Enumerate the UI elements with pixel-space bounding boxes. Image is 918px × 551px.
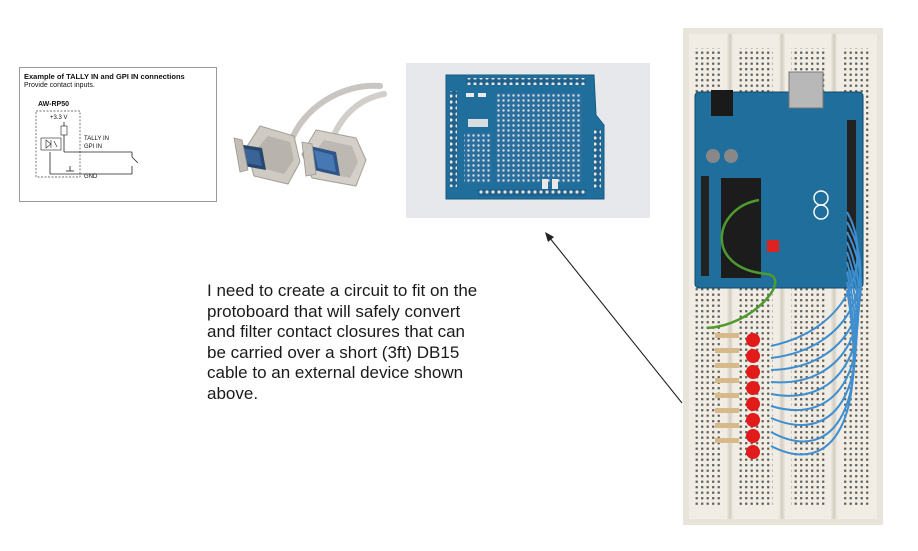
schematic-drawing: AW-RP50 +3.3 V TALLY IN GPI IN GND	[35, 101, 139, 180]
gnd-label: GND	[84, 174, 98, 180]
problem-description: I need to create a circuit to fit on the…	[207, 281, 527, 404]
voltage-label: +3.3 V	[50, 115, 68, 121]
description-line: cable to an external device shown	[207, 363, 464, 382]
description-line: above.	[207, 383, 259, 403]
protoboard-image	[406, 63, 650, 218]
arduino-uno-board	[694, 71, 864, 289]
tally-gpi-schematic: Example of TALLY IN and GPI IN connectio…	[19, 67, 217, 202]
resistors	[715, 333, 739, 443]
description-line: I need to create a circuit to fit on the	[207, 281, 478, 300]
gpi-in-label: GPI IN	[84, 144, 102, 150]
db15-female-connector	[301, 129, 367, 187]
pointer-arrow	[545, 232, 683, 404]
protoboard-drawing	[445, 74, 605, 200]
db15-male-connector	[233, 125, 301, 185]
breadboard-arduino-image	[683, 28, 883, 525]
schematic-subtitle: Provide contact inputs.	[24, 82, 95, 89]
red-leds	[746, 333, 760, 459]
device-label: AW-RP50	[38, 101, 69, 108]
description-line: protoboard that will safely convert	[207, 301, 461, 321]
blue-wires	[770, 211, 862, 456]
description-line: be carried over a short (3ft) DB15	[207, 342, 460, 362]
description-line: and filter contact closures that can	[207, 322, 465, 341]
schematic-title: Example of TALLY IN and GPI IN connectio…	[24, 72, 185, 81]
db15-cable-image	[233, 82, 387, 187]
tally-in-label: TALLY IN	[84, 136, 109, 142]
